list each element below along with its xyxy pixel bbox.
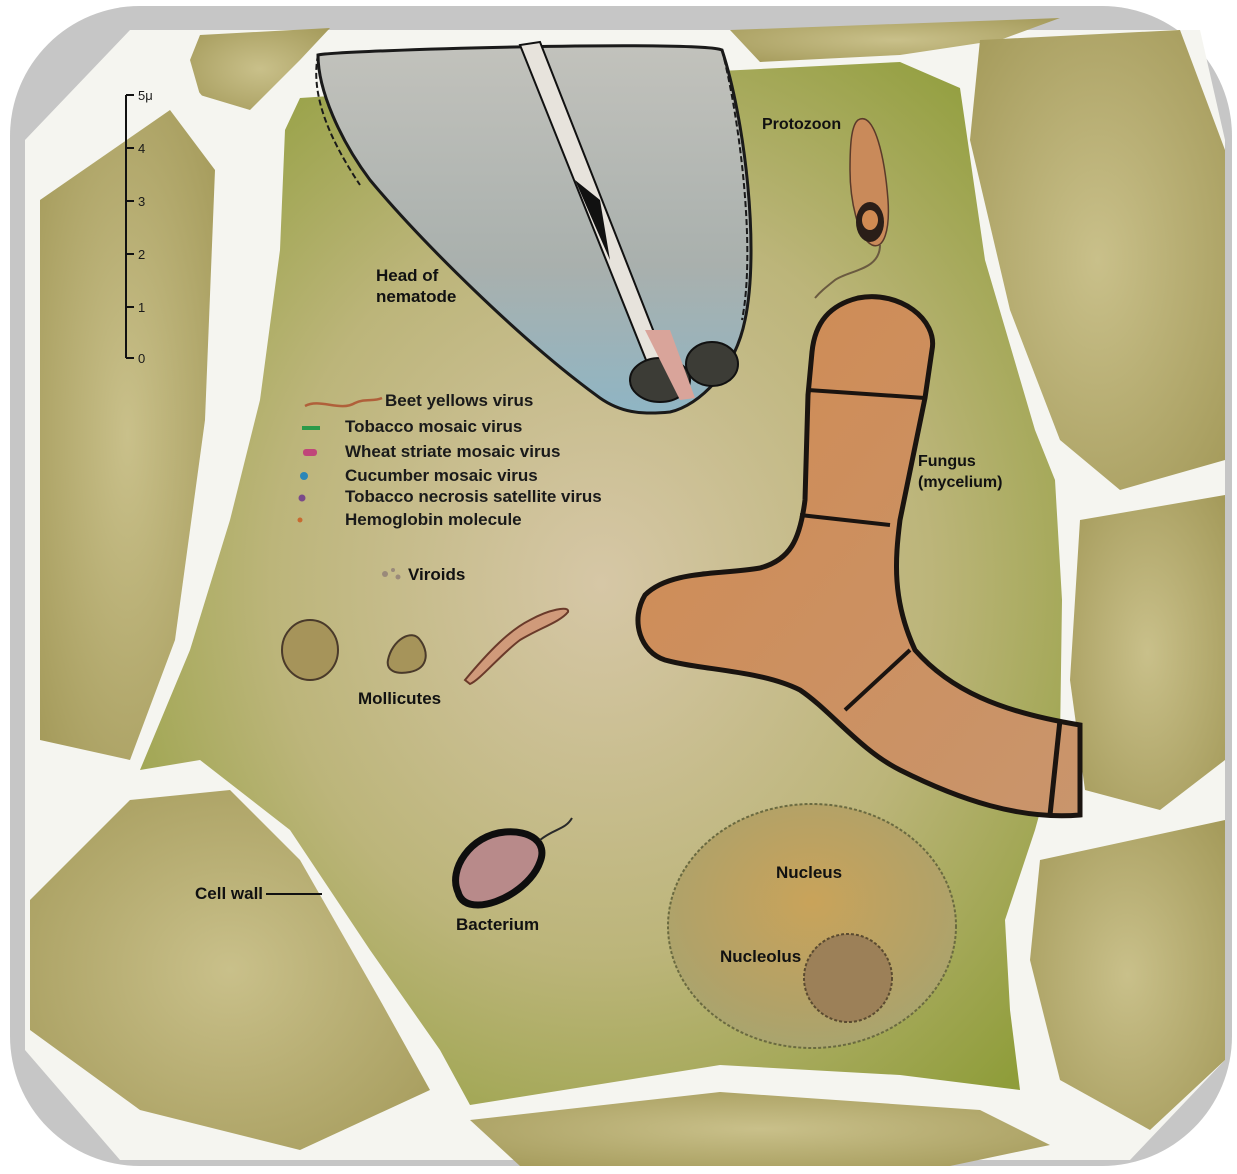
dot-icon xyxy=(300,472,308,480)
legend-wheat-striate-mosaic-virus: Wheat striate mosaic virus xyxy=(345,442,560,461)
legend-hemoglobin-molecule: Hemoglobin molecule xyxy=(345,510,522,529)
dot-icon xyxy=(298,518,303,523)
scale-tick-4: 4 xyxy=(138,141,145,156)
label-protozoon: Protozoon xyxy=(762,116,841,133)
label-bacterium: Bacterium xyxy=(456,915,539,934)
rod-icon xyxy=(302,426,320,430)
legend-tobacco-mosaic-virus: Tobacco mosaic virus xyxy=(345,417,522,436)
legend-beet-yellows-virus: Beet yellows virus xyxy=(385,391,533,410)
nucleolus xyxy=(804,934,892,1022)
legend-tobacco-necrosis-satellite-virus: Tobacco necrosis satellite virus xyxy=(345,487,602,506)
label-nematode-line2: nematode xyxy=(376,287,456,306)
label-fungus-line1: Fungus xyxy=(918,453,976,470)
label-cell-wall: Cell wall xyxy=(195,884,263,903)
scale-tick-0: 0 xyxy=(138,351,145,366)
scale-tick-1: 1 xyxy=(138,300,145,315)
label-viroids: Viroids xyxy=(408,565,465,584)
neighbor-cell-right-mid xyxy=(1070,495,1225,810)
label-nucleus: Nucleus xyxy=(776,863,842,882)
scale-tick-3: 3 xyxy=(138,194,145,209)
label-fungus-line2: (mycelium) xyxy=(918,474,1002,491)
label-mollicutes: Mollicutes xyxy=(358,689,441,708)
legend-cucumber-mosaic-virus: Cucumber mosaic virus xyxy=(345,466,538,485)
nucleus xyxy=(668,804,956,1048)
bullet-icon xyxy=(303,449,317,456)
dot-icon xyxy=(299,495,306,502)
scale-tick-2: 2 xyxy=(138,247,145,262)
label-nucleolus: Nucleolus xyxy=(720,947,801,966)
label-nematode-line1: Head of xyxy=(376,266,439,285)
scale-tick-5: 5μ xyxy=(138,88,153,103)
